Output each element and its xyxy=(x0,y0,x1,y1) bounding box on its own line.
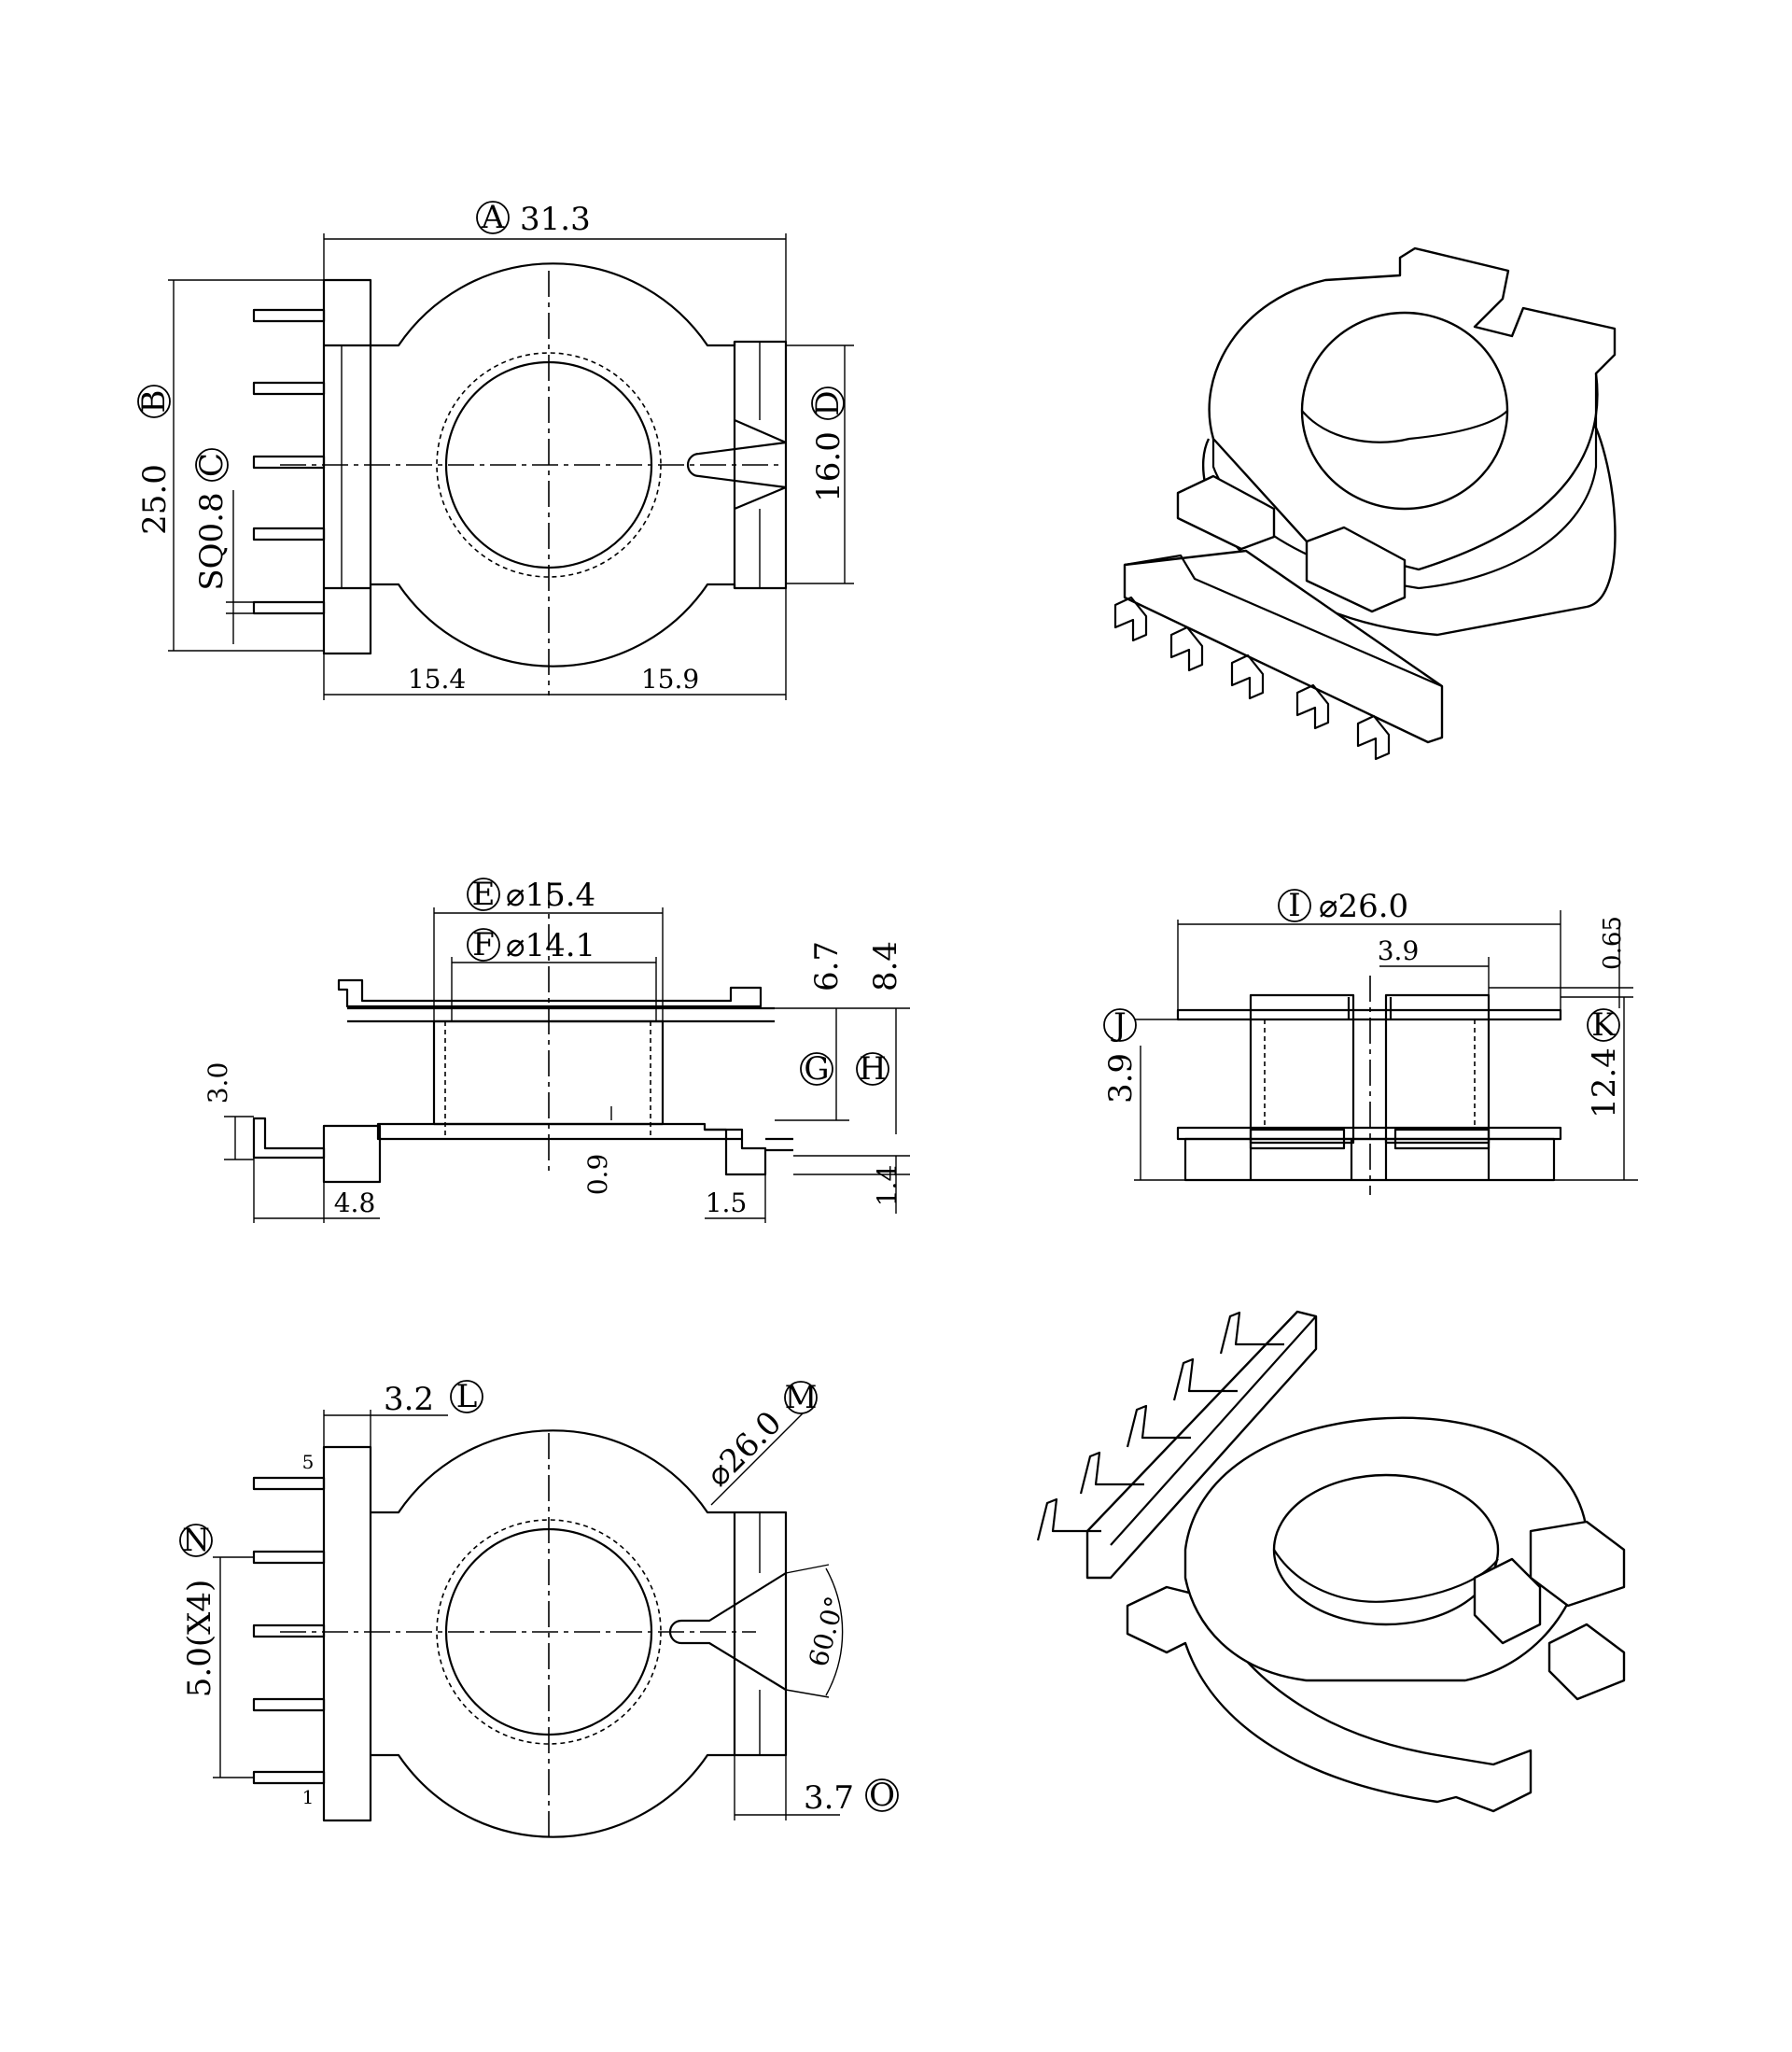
top-pins xyxy=(252,308,326,615)
side-flange-thickness: 0.65 xyxy=(1599,916,1627,970)
isometric-view-top xyxy=(1113,246,1617,761)
front-G-value: 6.7 xyxy=(808,941,846,991)
iso-top-pins xyxy=(1113,596,1391,761)
front-pin-offset: 4.8 xyxy=(334,1188,376,1218)
side-I-value: ⌀26.0 xyxy=(1319,888,1408,925)
bottom-N-value: 5.0(X4) xyxy=(181,1580,218,1697)
top-C-label: C xyxy=(193,453,231,477)
bottom-pin-last: 5 xyxy=(302,1451,315,1473)
top-B-value: 25.0 xyxy=(136,464,174,535)
top-view: A 31.3 B 25.0 C SQ0.8 D 16.0 15.4 15.9 xyxy=(135,199,854,700)
top-D-label: D xyxy=(809,390,847,415)
front-F-label: F xyxy=(472,926,495,963)
top-C-value: SQ0.8 xyxy=(193,492,231,590)
top-A-value: 31.3 xyxy=(520,201,591,238)
front-E-label: E xyxy=(472,876,496,913)
side-K-label: K xyxy=(1591,1006,1616,1044)
front-base-thickness: 0.9 xyxy=(582,1154,613,1196)
front-foot-width: 1.5 xyxy=(706,1188,748,1218)
bottom-L-value: 3.2 xyxy=(384,1381,434,1418)
top-right-half: 15.9 xyxy=(641,664,699,695)
front-E-value: ⌀15.4 xyxy=(506,877,595,914)
top-A-label: A xyxy=(481,199,505,236)
bottom-angle: 60.0° xyxy=(803,1593,851,1669)
side-J-label: J xyxy=(1111,1006,1127,1044)
side-K-value: 12.4 xyxy=(1586,1047,1623,1118)
bottom-M-label: M xyxy=(785,1379,818,1416)
front-H-value: 8.4 xyxy=(867,941,904,991)
front-view: E ⌀15.4 F ⌀14.1 6.7 8.4 G H 3.0 4.8 0.9 … xyxy=(203,876,910,1223)
bottom-M-value: ⌀26.0 xyxy=(699,1404,789,1494)
bottom-O-label: O xyxy=(869,1777,895,1814)
bottom-N-label: N xyxy=(182,1522,210,1559)
bottom-pin-first: 1 xyxy=(302,1786,315,1808)
front-H-label: H xyxy=(859,1050,887,1088)
iso-bottom-pins xyxy=(1036,1311,1284,1541)
side-I-label: I xyxy=(1288,887,1300,924)
top-B-label: B xyxy=(135,390,173,414)
top-D-value: 16.0 xyxy=(810,431,847,502)
front-foot-height: 1.4 xyxy=(872,1165,903,1207)
side-J-value: 3.9 xyxy=(1102,1053,1140,1103)
bottom-L-label: L xyxy=(456,1378,478,1415)
isometric-view-bottom xyxy=(1036,1310,1626,1813)
top-left-half: 15.4 xyxy=(408,664,466,695)
front-F-value: ⌀14.1 xyxy=(506,927,595,964)
side-view: I ⌀26.0 3.9 0.65 J 3.9 K 12.4 xyxy=(1102,887,1638,1195)
bottom-view: 5 1 60.0° 3.2 L ⌀26.0 M N 5.0(X4) 3.7 O xyxy=(179,1378,899,1839)
side-slot-width: 3.9 xyxy=(1378,935,1420,966)
front-pin-height: 3.0 xyxy=(203,1062,233,1104)
front-G-label: G xyxy=(804,1050,829,1088)
bottom-O-value: 3.7 xyxy=(804,1779,854,1817)
bottom-pins xyxy=(252,1476,326,1785)
